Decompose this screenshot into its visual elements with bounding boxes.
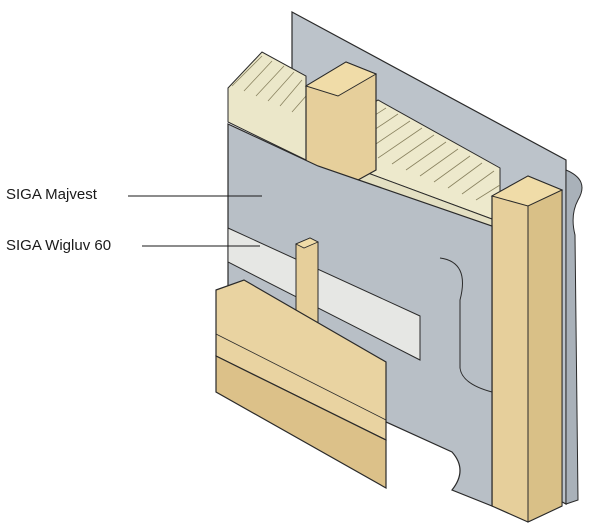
insulation-stripes-upper [231,55,307,113]
vertical-stud-right-face [527,189,563,523]
callout-siga-wigluv-60: SIGA Wigluv 60 [6,237,112,254]
counter-batten-top [295,237,319,249]
vertical-stud-middle-top [304,61,378,97]
callout-siga-majvest: SIGA Majvest [6,186,97,203]
cladding-board-upper [215,279,387,441]
membrane-fold-edge [439,257,493,393]
tape-wigluv-strip [227,227,421,361]
cladding-board-joint [215,333,387,421]
membrane-curl-right [565,169,583,505]
vertical-stud-right-top [490,175,564,207]
cladding-board-lower [215,355,387,490]
